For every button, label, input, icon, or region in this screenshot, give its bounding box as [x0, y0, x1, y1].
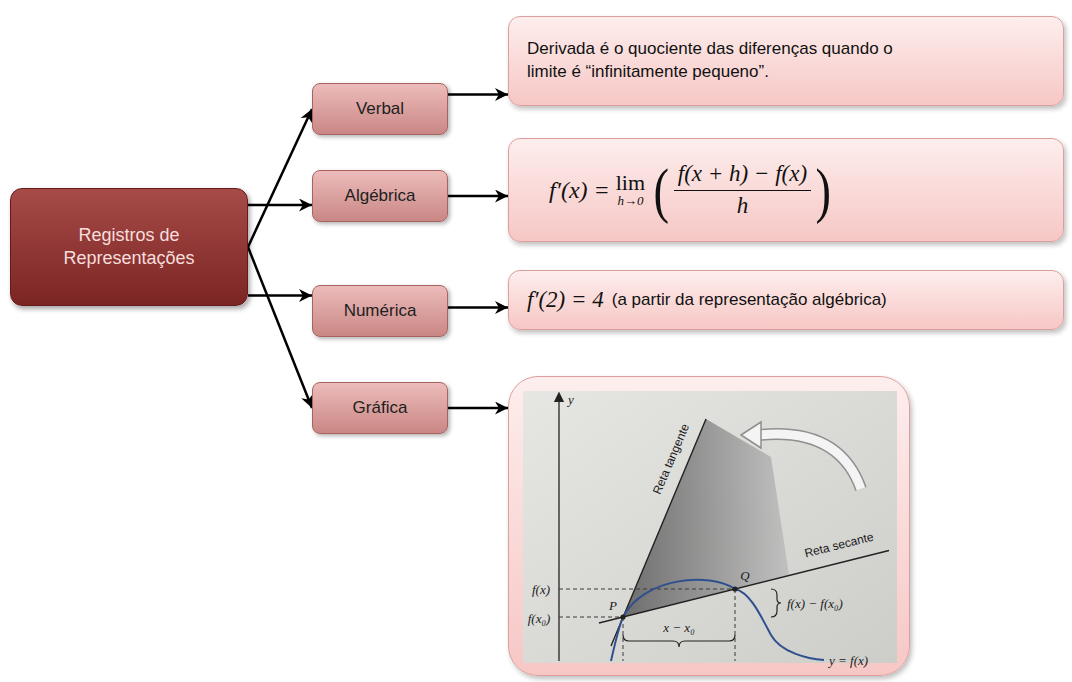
- dashed-guide: [735, 589, 736, 661]
- graph-label: f(x): [532, 583, 550, 596]
- function-curve: [611, 580, 824, 661]
- arrow-connector: [448, 306, 508, 309]
- y-axis: [558, 401, 559, 661]
- formula-group: f′(x) =: [549, 177, 610, 204]
- node-text: Derivada é o quociente das diferenças qu…: [527, 38, 917, 84]
- formula-group: f(x + h) − f(x)h: [674, 161, 811, 219]
- dashed-guide: [559, 589, 735, 590]
- arrow-connector: [448, 407, 508, 410]
- content-box: f′(2) = 4 (a partir da representação algé…: [508, 270, 1064, 330]
- rotation-arrow-head: [741, 422, 761, 448]
- formula-part: ): [816, 159, 831, 221]
- formula-group: (: [651, 159, 672, 221]
- category-box: Numérica: [312, 285, 448, 337]
- category-box: Algébrica: [312, 170, 448, 222]
- graph-label: P: [609, 599, 617, 612]
- formula-part: h: [674, 190, 811, 219]
- graph-label: x − x₀: [663, 621, 694, 634]
- rotation-arrow: [759, 434, 861, 489]
- graph-label: f(x) − f(x₀): [787, 597, 843, 610]
- arrow-connector: [248, 109, 312, 247]
- node-text: Algébrica: [345, 186, 416, 206]
- formula-box: f′(x) =limh→0(f(x + h) − f(x)h): [508, 138, 1064, 242]
- arrow-connector: [448, 93, 508, 96]
- graph-box: yReta tangenteReta secanteQPf(x)f(x₀)f(x…: [508, 376, 910, 676]
- graph-label: Q: [740, 569, 749, 582]
- arrow-connector: [248, 247, 312, 408]
- arrow-connector: [248, 204, 312, 207]
- category-box: Verbal: [312, 83, 448, 135]
- graph-label: y = f(x): [829, 654, 868, 667]
- horizontal-brace: [623, 635, 735, 647]
- point-marker: [732, 586, 737, 591]
- content-box: Derivada é o quociente das diferenças qu…: [508, 16, 1064, 106]
- vertical-brace: [771, 589, 781, 617]
- node-text: Verbal: [356, 99, 404, 119]
- formula-group: limh→0: [616, 171, 645, 208]
- secant-line: [599, 551, 889, 624]
- node-text: Numérica: [344, 301, 417, 321]
- photo-background: [523, 391, 897, 663]
- point-marker: [620, 614, 625, 619]
- derivative-illustration: [509, 377, 911, 677]
- formula-group: (a partir da representação algébrica): [612, 290, 887, 310]
- node-text: Gráfica: [353, 398, 408, 418]
- rotation-fan: [623, 419, 789, 617]
- formula-group: ): [813, 159, 834, 221]
- formula-part: f′(2) = 4: [527, 287, 604, 313]
- dashed-guide: [559, 617, 623, 618]
- formula-part: h→0: [617, 194, 643, 208]
- rotation-arrow-outline: [759, 434, 861, 489]
- node-text: Registros de Representações: [47, 224, 212, 271]
- arrow-connector: [448, 195, 508, 198]
- formula-part: (: [654, 159, 669, 221]
- connector-group: [248, 95, 508, 409]
- graph-label: y: [568, 393, 574, 406]
- formula-part: f′(x) =: [549, 177, 610, 204]
- graph-label: f(x₀): [528, 612, 551, 625]
- formula-group: f′(2) = 4: [527, 287, 612, 313]
- formula-part: f(x + h) − f(x): [674, 161, 811, 190]
- formula-part: (a partir da representação algébrica): [612, 290, 887, 310]
- arrow-connector: [248, 294, 312, 297]
- category-box: Gráfica: [312, 382, 448, 434]
- root-box: Registros de Representações: [10, 188, 248, 306]
- formula-part: lim: [616, 171, 645, 194]
